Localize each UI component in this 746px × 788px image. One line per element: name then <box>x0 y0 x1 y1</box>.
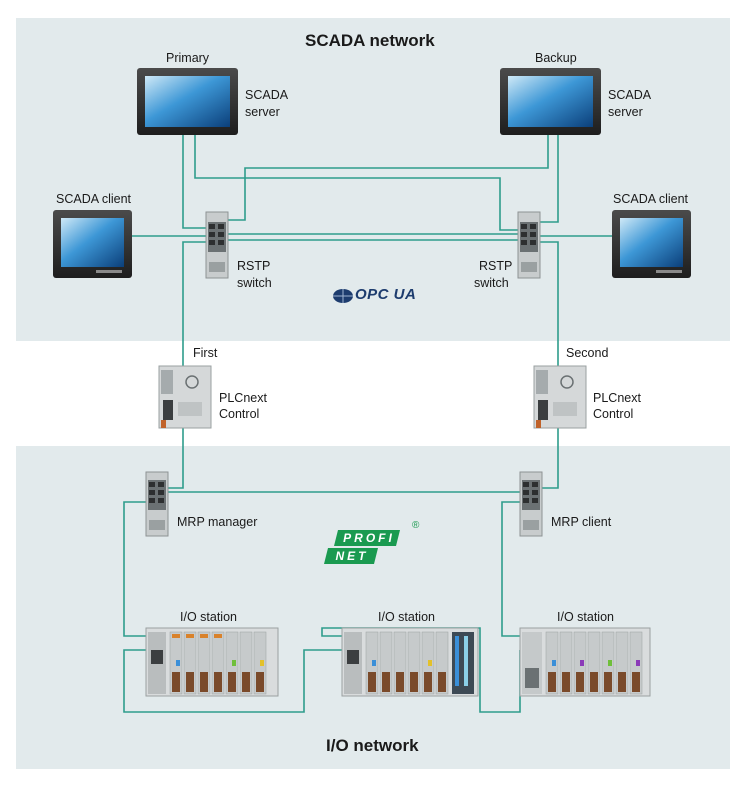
io-station-1-device <box>145 627 279 697</box>
scada-server-primary-monitor <box>137 68 238 135</box>
scada-server-backup-monitor <box>500 68 601 135</box>
mrp-manager-label: MRP manager <box>177 515 258 529</box>
profinet-logo-line1: PROFI <box>343 531 395 545</box>
io-station-3-device <box>519 627 651 697</box>
server-backup-label-2: server <box>608 105 643 119</box>
rstp-switch-right-device <box>517 211 541 279</box>
opcua-logo: OPC UA <box>355 286 417 303</box>
profinet-logo-line2: NET <box>335 549 369 563</box>
controller-second-label-1: PLCnext <box>593 391 641 405</box>
server-primary-label-1: SCADA <box>245 88 289 102</box>
scada-client-left-panel <box>53 210 132 278</box>
controller-first-label-1: PLCnext <box>219 391 267 405</box>
scada-client-right-panel <box>612 210 691 278</box>
rstp-left-label-1: RSTP <box>237 259 271 273</box>
rstp-right-label-2: switch <box>474 276 509 290</box>
io-network-zone <box>16 446 730 769</box>
network-cables <box>123 135 612 713</box>
controller-second-label-2: Control <box>593 407 634 421</box>
server-primary-role: Primary <box>166 51 210 65</box>
rstp-switch-left-device <box>205 211 229 279</box>
scada-network-zone <box>16 18 730 341</box>
server-backup-label-1: SCADA <box>608 88 652 102</box>
server-primary-label-2: server <box>245 105 280 119</box>
mrp-client-switch-device <box>519 471 543 537</box>
mrp-client-label: MRP client <box>551 515 612 529</box>
opcua-globe-mark <box>333 289 353 303</box>
profinet-logo-graphic <box>324 530 400 564</box>
io-network-title: I/O network <box>326 736 419 755</box>
io-station-2-label: I/O station <box>378 610 435 624</box>
controller-first-role: First <box>193 346 218 360</box>
scada-network-title: SCADA network <box>305 31 435 50</box>
plcnext-control-second-device <box>533 365 587 429</box>
server-backup-role: Backup <box>535 51 577 65</box>
client-right-label: SCADA client <box>613 192 689 206</box>
rstp-left-label-2: switch <box>237 276 272 290</box>
plcnext-control-first-device <box>158 365 212 429</box>
io-station-2-device <box>341 627 479 697</box>
controller-first-label-2: Control <box>219 407 260 421</box>
profinet-registered-mark: ® <box>412 520 420 531</box>
client-left-label: SCADA client <box>56 192 132 206</box>
io-station-3-label: I/O station <box>557 610 614 624</box>
controller-second-role: Second <box>566 346 609 360</box>
mrp-manager-switch-device <box>145 471 169 537</box>
io-station-1-label: I/O station <box>180 610 237 624</box>
rstp-right-label-1: RSTP <box>479 259 513 273</box>
